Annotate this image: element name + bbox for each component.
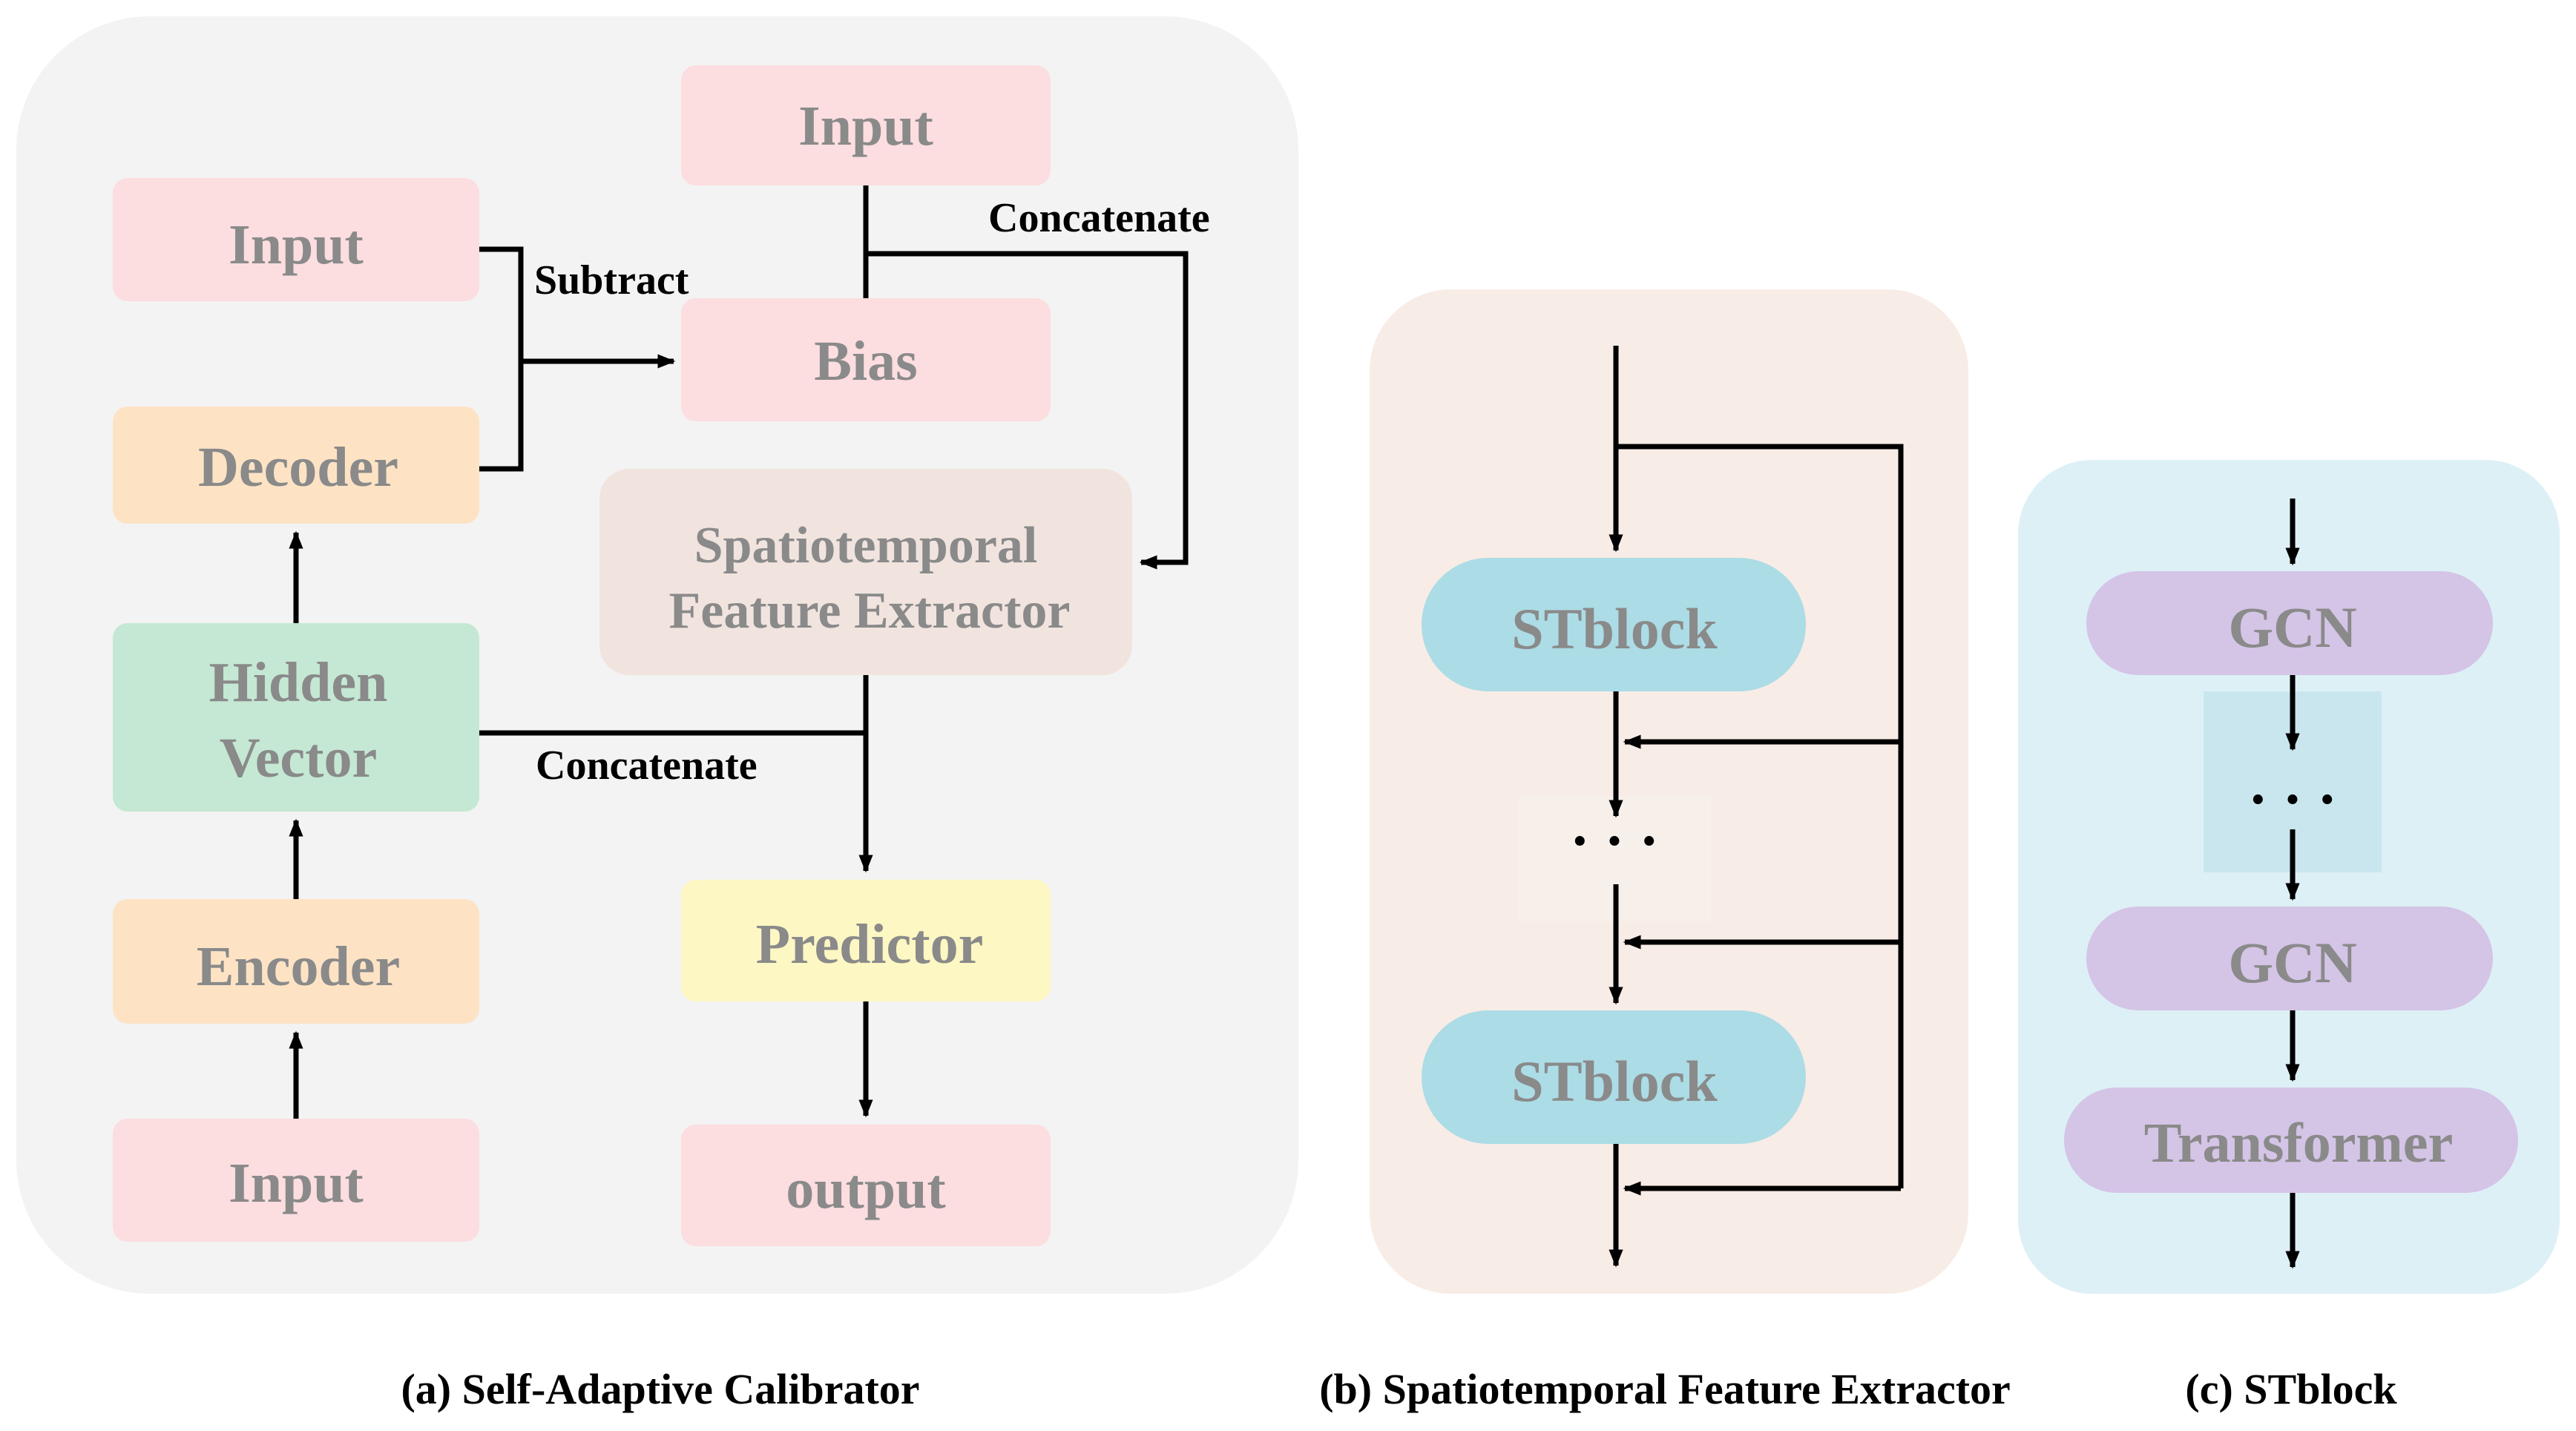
stblock-bottom-label: STblock [1511,1049,1718,1113]
bias-box [681,298,1051,421]
transformer-label: Transformer [2144,1112,2453,1174]
encoder-box [113,899,479,1024]
output-label: output [786,1158,945,1220]
predictor-label: Predictor [756,913,984,976]
panel-a: Input Input Bias Decoder Spatiotemporal … [113,65,1210,1246]
input-left-label: Input [229,214,364,276]
stblock-bottom-box [1422,1010,1806,1144]
caption-b: (b) Spatiotemporal Feature Extractor [1319,1365,2011,1413]
sfe-label-line2: Feature Extractor [669,582,1071,639]
decoder-box [113,407,479,524]
gcn-bottom-label: GCN [2228,930,2356,995]
stblock-top-box [1422,558,1806,691]
encoder-label: Encoder [197,935,400,998]
caption-c: (c) STblock [2185,1365,2397,1413]
subtract-label: Subtract [534,257,689,303]
gcn-top-box [2086,571,2493,675]
caption-a: (a) Self-Adaptive Calibrator [401,1365,919,1413]
panel-b: STblock STblock · · · [1422,346,1904,1268]
gcn-bottom-box [2086,907,2493,1010]
decoder-label: Decoder [198,436,398,499]
input-bottom-box [113,1119,479,1242]
hidden-vector-box [113,623,479,812]
panel-a-connectors [289,185,1189,1119]
hidden-vector-label-line2: Vector [220,727,377,789]
stblock-top-label: STblock [1511,596,1718,661]
predictor-box [681,880,1051,1001]
ellipsis-b: · · · [1570,809,1659,874]
input-bottom-label: Input [229,1152,364,1214]
panel-c: GCN · · · GCN Transformer [2064,499,2518,1269]
sfe-label-line1: Spatiotemporal [694,517,1038,574]
sfe-box [599,469,1132,675]
ellipsis-c: · · · [2248,767,2337,832]
concatenate-top-arrow [866,251,1189,570]
bias-label: Bias [814,330,917,392]
hidden-vector-label-line1: Hidden [209,651,388,714]
panel-b-connectors [1609,346,1904,1268]
input-left-box [113,178,479,301]
concatenate-mid-label: Concatenate [536,743,758,789]
output-box [681,1125,1051,1246]
concatenate-top-label: Concatenate [988,195,1210,241]
transformer-box [2064,1088,2518,1193]
gcn-top-label: GCN [2228,595,2356,659]
input-top-box [681,65,1051,185]
input-top-label: Input [798,95,933,157]
